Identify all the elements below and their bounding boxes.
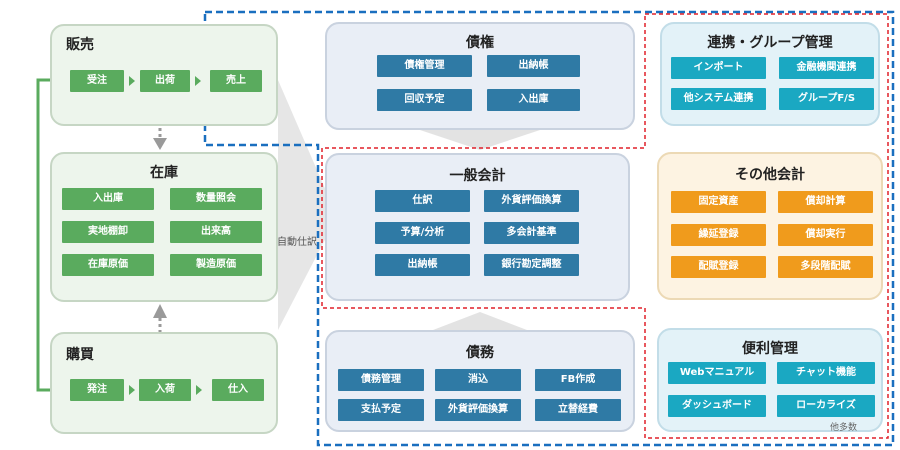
deferral-registration-button[interactable]: 繰延登録 xyxy=(671,224,766,246)
core-scope-boundary xyxy=(321,13,889,439)
payment-schedule-button[interactable]: 支払予定 xyxy=(338,399,424,421)
dashboard-button[interactable]: ダッシュボード xyxy=(668,395,766,417)
auto-journal-funnel xyxy=(278,80,330,330)
receivables-inout-button[interactable]: 入出庫 xyxy=(487,89,580,111)
arrow-right-icon xyxy=(129,385,135,395)
receiving-button[interactable]: 入荷 xyxy=(139,379,191,401)
bank-reconciliation-button[interactable]: 銀行勘定調整 xyxy=(484,254,579,276)
chat-feature-button[interactable]: チャット機能 xyxy=(777,362,875,384)
arrow-right-icon xyxy=(129,76,135,86)
group-fs-button[interactable]: グループF/S xyxy=(779,88,874,110)
gl-cash-book-button[interactable]: 出納帳 xyxy=(375,254,470,276)
arrow-right-icon xyxy=(195,76,201,86)
payables-title: 債務 xyxy=(466,345,494,361)
other-system-integration-button[interactable]: 他システム連携 xyxy=(671,88,766,110)
clearing-button[interactable]: 消込 xyxy=(435,369,521,391)
manufacturing-cost-button[interactable]: 製造原価 xyxy=(170,254,262,276)
utilities-title: 便利管理 xyxy=(742,341,798,357)
integration-title: 連携・グループ管理 xyxy=(707,35,833,51)
fixed-assets-button[interactable]: 固定資産 xyxy=(671,191,766,213)
order-button[interactable]: 受注 xyxy=(70,70,124,92)
sales-record-button[interactable]: 売上 xyxy=(210,70,262,92)
purchase-record-button[interactable]: 仕入 xyxy=(212,379,264,401)
down-arrowhead xyxy=(153,138,167,150)
receivables-title: 債権 xyxy=(466,35,494,51)
web-manual-button[interactable]: Webマニュアル xyxy=(668,362,766,384)
allocation-registration-button[interactable]: 配賦登録 xyxy=(671,256,766,278)
inventory-cost-button[interactable]: 在庫原価 xyxy=(62,254,154,276)
inventory-title: 在庫 xyxy=(150,165,178,181)
cash-book-button[interactable]: 出納帳 xyxy=(487,55,580,77)
import-button[interactable]: インポート xyxy=(671,57,766,79)
depreciation-calc-button[interactable]: 償却計算 xyxy=(778,191,873,213)
receivables-management-button[interactable]: 債権管理 xyxy=(377,55,472,77)
receivables-connector xyxy=(420,130,540,150)
collection-schedule-button[interactable]: 回収予定 xyxy=(377,89,472,111)
inventory-inout-button[interactable]: 入出庫 xyxy=(62,188,154,210)
payables-connector xyxy=(420,312,540,335)
budget-analysis-button[interactable]: 予算/分析 xyxy=(375,222,470,244)
and-more-label: 他多数 xyxy=(830,423,858,433)
general-ledger-panel: 一般会計 xyxy=(325,153,630,301)
payables-fx-revaluation-button[interactable]: 外貨評価換算 xyxy=(435,399,521,421)
localize-button[interactable]: ローカライズ xyxy=(777,395,875,417)
depreciation-execute-button[interactable]: 償却実行 xyxy=(778,224,873,246)
up-arrowhead xyxy=(153,304,167,318)
receivables-panel: 債権 xyxy=(325,22,635,130)
auto-journal-label: 自動仕訳 xyxy=(277,237,317,248)
accounting-scope-boundary xyxy=(203,10,895,447)
shipping-button[interactable]: 出荷 xyxy=(140,70,190,92)
output-button[interactable]: 出来高 xyxy=(170,221,262,243)
journal-entry-button[interactable]: 仕訳 xyxy=(375,190,470,212)
other-accounting-title: その他会計 xyxy=(735,167,805,183)
stocktaking-button[interactable]: 実地棚卸 xyxy=(62,221,154,243)
expense-reimbursement-button[interactable]: 立替経費 xyxy=(535,399,621,421)
bank-integration-button[interactable]: 金融機関連携 xyxy=(779,57,874,79)
fb-creation-button[interactable]: FB作成 xyxy=(535,369,621,391)
general-ledger-title: 一般会計 xyxy=(449,168,506,184)
payables-management-button[interactable]: 債務管理 xyxy=(338,369,424,391)
purchase-order-button[interactable]: 発注 xyxy=(70,379,124,401)
multi-step-allocation-button[interactable]: 多段階配賦 xyxy=(778,256,873,278)
multi-gaap-button[interactable]: 多会計基準 xyxy=(484,222,579,244)
purchase-title: 購買 xyxy=(66,347,94,363)
arrow-right-icon xyxy=(196,385,202,395)
fx-revaluation-button[interactable]: 外貨評価換算 xyxy=(484,190,579,212)
quantity-inquiry-button[interactable]: 数量照会 xyxy=(170,188,262,210)
sales-title: 販売 xyxy=(66,37,94,53)
